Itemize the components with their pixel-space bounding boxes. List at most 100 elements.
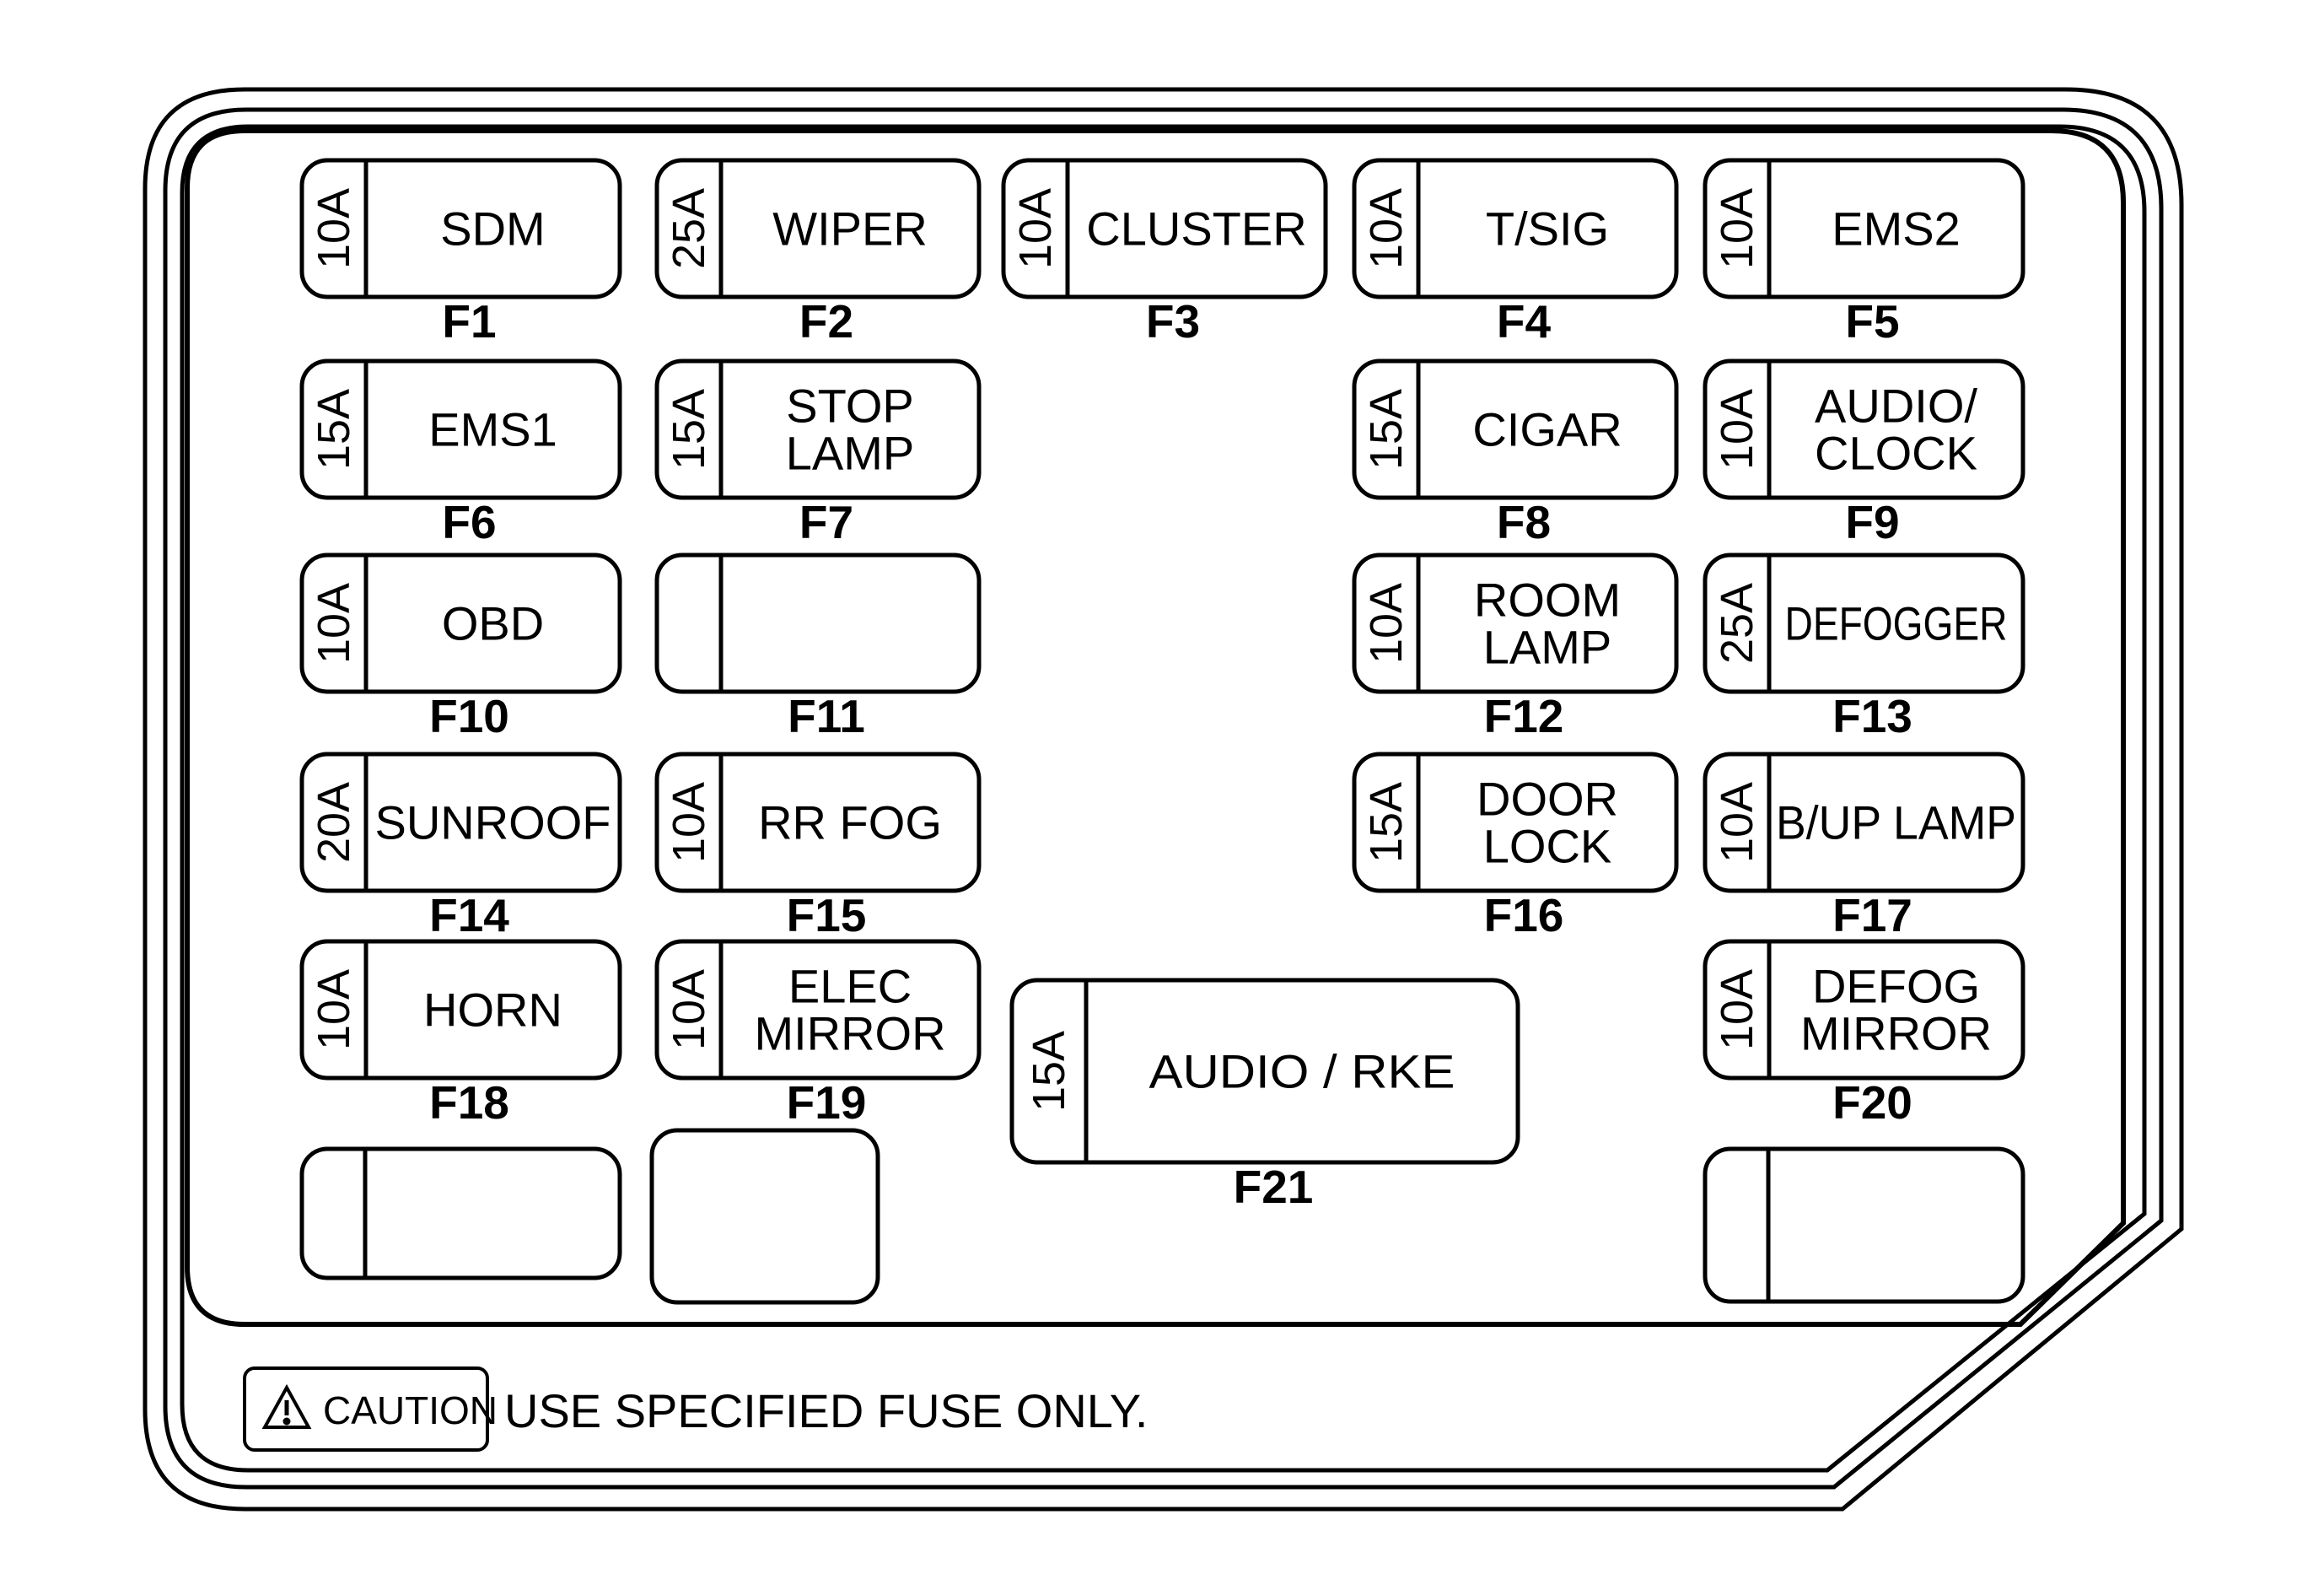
fuse-id: F13: [1832, 690, 1912, 742]
fuse-id: F17: [1832, 889, 1912, 941]
fuse-label: B/UP LAMP: [1776, 796, 2016, 849]
fuse-rating: 25A: [1712, 583, 1762, 664]
fuse-label: LAMP: [1483, 621, 1612, 674]
fuse-id: F1: [442, 295, 496, 348]
fuse-rating: 10A: [1361, 583, 1412, 664]
fuse-body: [1001, 158, 1328, 299]
fuse-id: F7: [799, 496, 853, 548]
fuse-body: [299, 358, 622, 500]
fuse-rating: 10A: [1010, 188, 1061, 269]
fuse-id: F14: [429, 889, 509, 941]
spare-slot[interactable]: [1703, 1146, 2025, 1304]
fuse-f15[interactable]: 10A RR FOG F15: [654, 752, 982, 941]
fuse-body: [1703, 752, 2025, 893]
fuse-rating: 15A: [1361, 389, 1412, 470]
caution-word: CAUTION: [323, 1388, 498, 1432]
warning-triangle-icon: [261, 1383, 312, 1429]
fuse-f10[interactable]: 10A OBD F10: [299, 553, 622, 742]
fuse-f11[interactable]: F11: [654, 553, 982, 742]
fuse-body: [654, 553, 982, 694]
housing-outline-outer: [143, 87, 2184, 1512]
fuse-rating: 20A: [309, 782, 359, 863]
fuse-id: F16: [1484, 889, 1564, 941]
fuse-rating: 25A: [664, 188, 714, 269]
fuse-label: HORN: [423, 984, 562, 1037]
fuse-rating: 10A: [1712, 389, 1762, 470]
fuse-id: F15: [787, 889, 867, 941]
fuse-rating: 10A: [1361, 188, 1412, 269]
fuse-rating: 10A: [309, 583, 359, 664]
fuse-f14[interactable]: 20A SUNROOF F14: [299, 752, 622, 941]
spare-slot[interactable]: [649, 1128, 880, 1305]
fuse-label: ELEC: [788, 960, 912, 1013]
fuse-body: [654, 939, 982, 1081]
fuse-id: F8: [1497, 496, 1551, 548]
fuse-f17[interactable]: 10A B/UP LAMP F17: [1703, 752, 2025, 941]
fuse-label: WIPER: [772, 202, 928, 256]
fuse-id: F12: [1484, 690, 1564, 742]
fuse-body: [299, 158, 622, 299]
fuse-body: [1703, 553, 2025, 694]
fuse-label: ROOM: [1474, 574, 1621, 627]
fuse-rating: 10A: [1712, 188, 1762, 269]
fuse-label: SDM: [440, 202, 545, 256]
housing-outline-inner: [180, 124, 2147, 1473]
fuse-id: F10: [429, 690, 509, 742]
fuse-body: [654, 358, 982, 500]
fuse-label: CIGAR: [1472, 403, 1622, 456]
fuse-id: F4: [1497, 295, 1552, 348]
fuse-f4[interactable]: 10A T/SIG F4: [1352, 158, 1679, 348]
caution-text: USE SPECIFIED FUSE ONLY.: [504, 1384, 1148, 1437]
fuse-label: MIRROR: [754, 1007, 945, 1060]
fuse-body: [299, 939, 622, 1081]
fuse-body: [1703, 939, 2025, 1081]
fuse-label: MIRROR: [1800, 1007, 1992, 1060]
spare-slot[interactable]: [299, 1146, 622, 1280]
fuse-f18[interactable]: 10A HORN F18: [299, 939, 622, 1129]
fuse-label: AUDIO / RKE: [1149, 1045, 1455, 1098]
fuse-label: EMS1: [428, 403, 557, 456]
fuse-id: F20: [1832, 1076, 1912, 1129]
fuse-rating: 10A: [664, 969, 714, 1050]
fuse-label: DEFOG: [1812, 960, 1980, 1013]
fuse-body: [299, 553, 622, 694]
fuse-body: [1009, 978, 1520, 1165]
spare-slots: [299, 1128, 2025, 1305]
fuse-label: AUDIO/: [1815, 380, 1977, 433]
fuse-body: [1352, 752, 1679, 893]
fuse-label: CLOCK: [1815, 427, 1977, 480]
fuse-rating: 10A: [1712, 782, 1762, 863]
fuse-rating: 10A: [309, 969, 359, 1050]
fuse-label: T/SIG: [1486, 202, 1609, 256]
fuse-id: F3: [1146, 295, 1200, 348]
fuse-id: F19: [787, 1076, 867, 1129]
fuse-rating: 15A: [309, 389, 359, 470]
caution-notice: CAUTION USE SPECIFIED FUSE ONLY.: [243, 1366, 1148, 1452]
fuse-label: RR FOG: [758, 796, 942, 849]
fuse-label: STOP: [786, 380, 913, 433]
fuse-id: F18: [429, 1076, 509, 1129]
fuse-rating: 10A: [1712, 969, 1762, 1050]
fuse-rating: 15A: [664, 389, 714, 470]
fuse-rating: 10A: [664, 782, 714, 863]
fuse-f8[interactable]: 15A CIGAR F8: [1352, 358, 1679, 548]
fuse-label: SUNROOF: [375, 796, 611, 849]
fuse-label: OBD: [442, 597, 544, 650]
fuse-id: F11: [788, 690, 865, 742]
fuse-body: [654, 752, 982, 893]
fuse-body: [1352, 553, 1679, 694]
